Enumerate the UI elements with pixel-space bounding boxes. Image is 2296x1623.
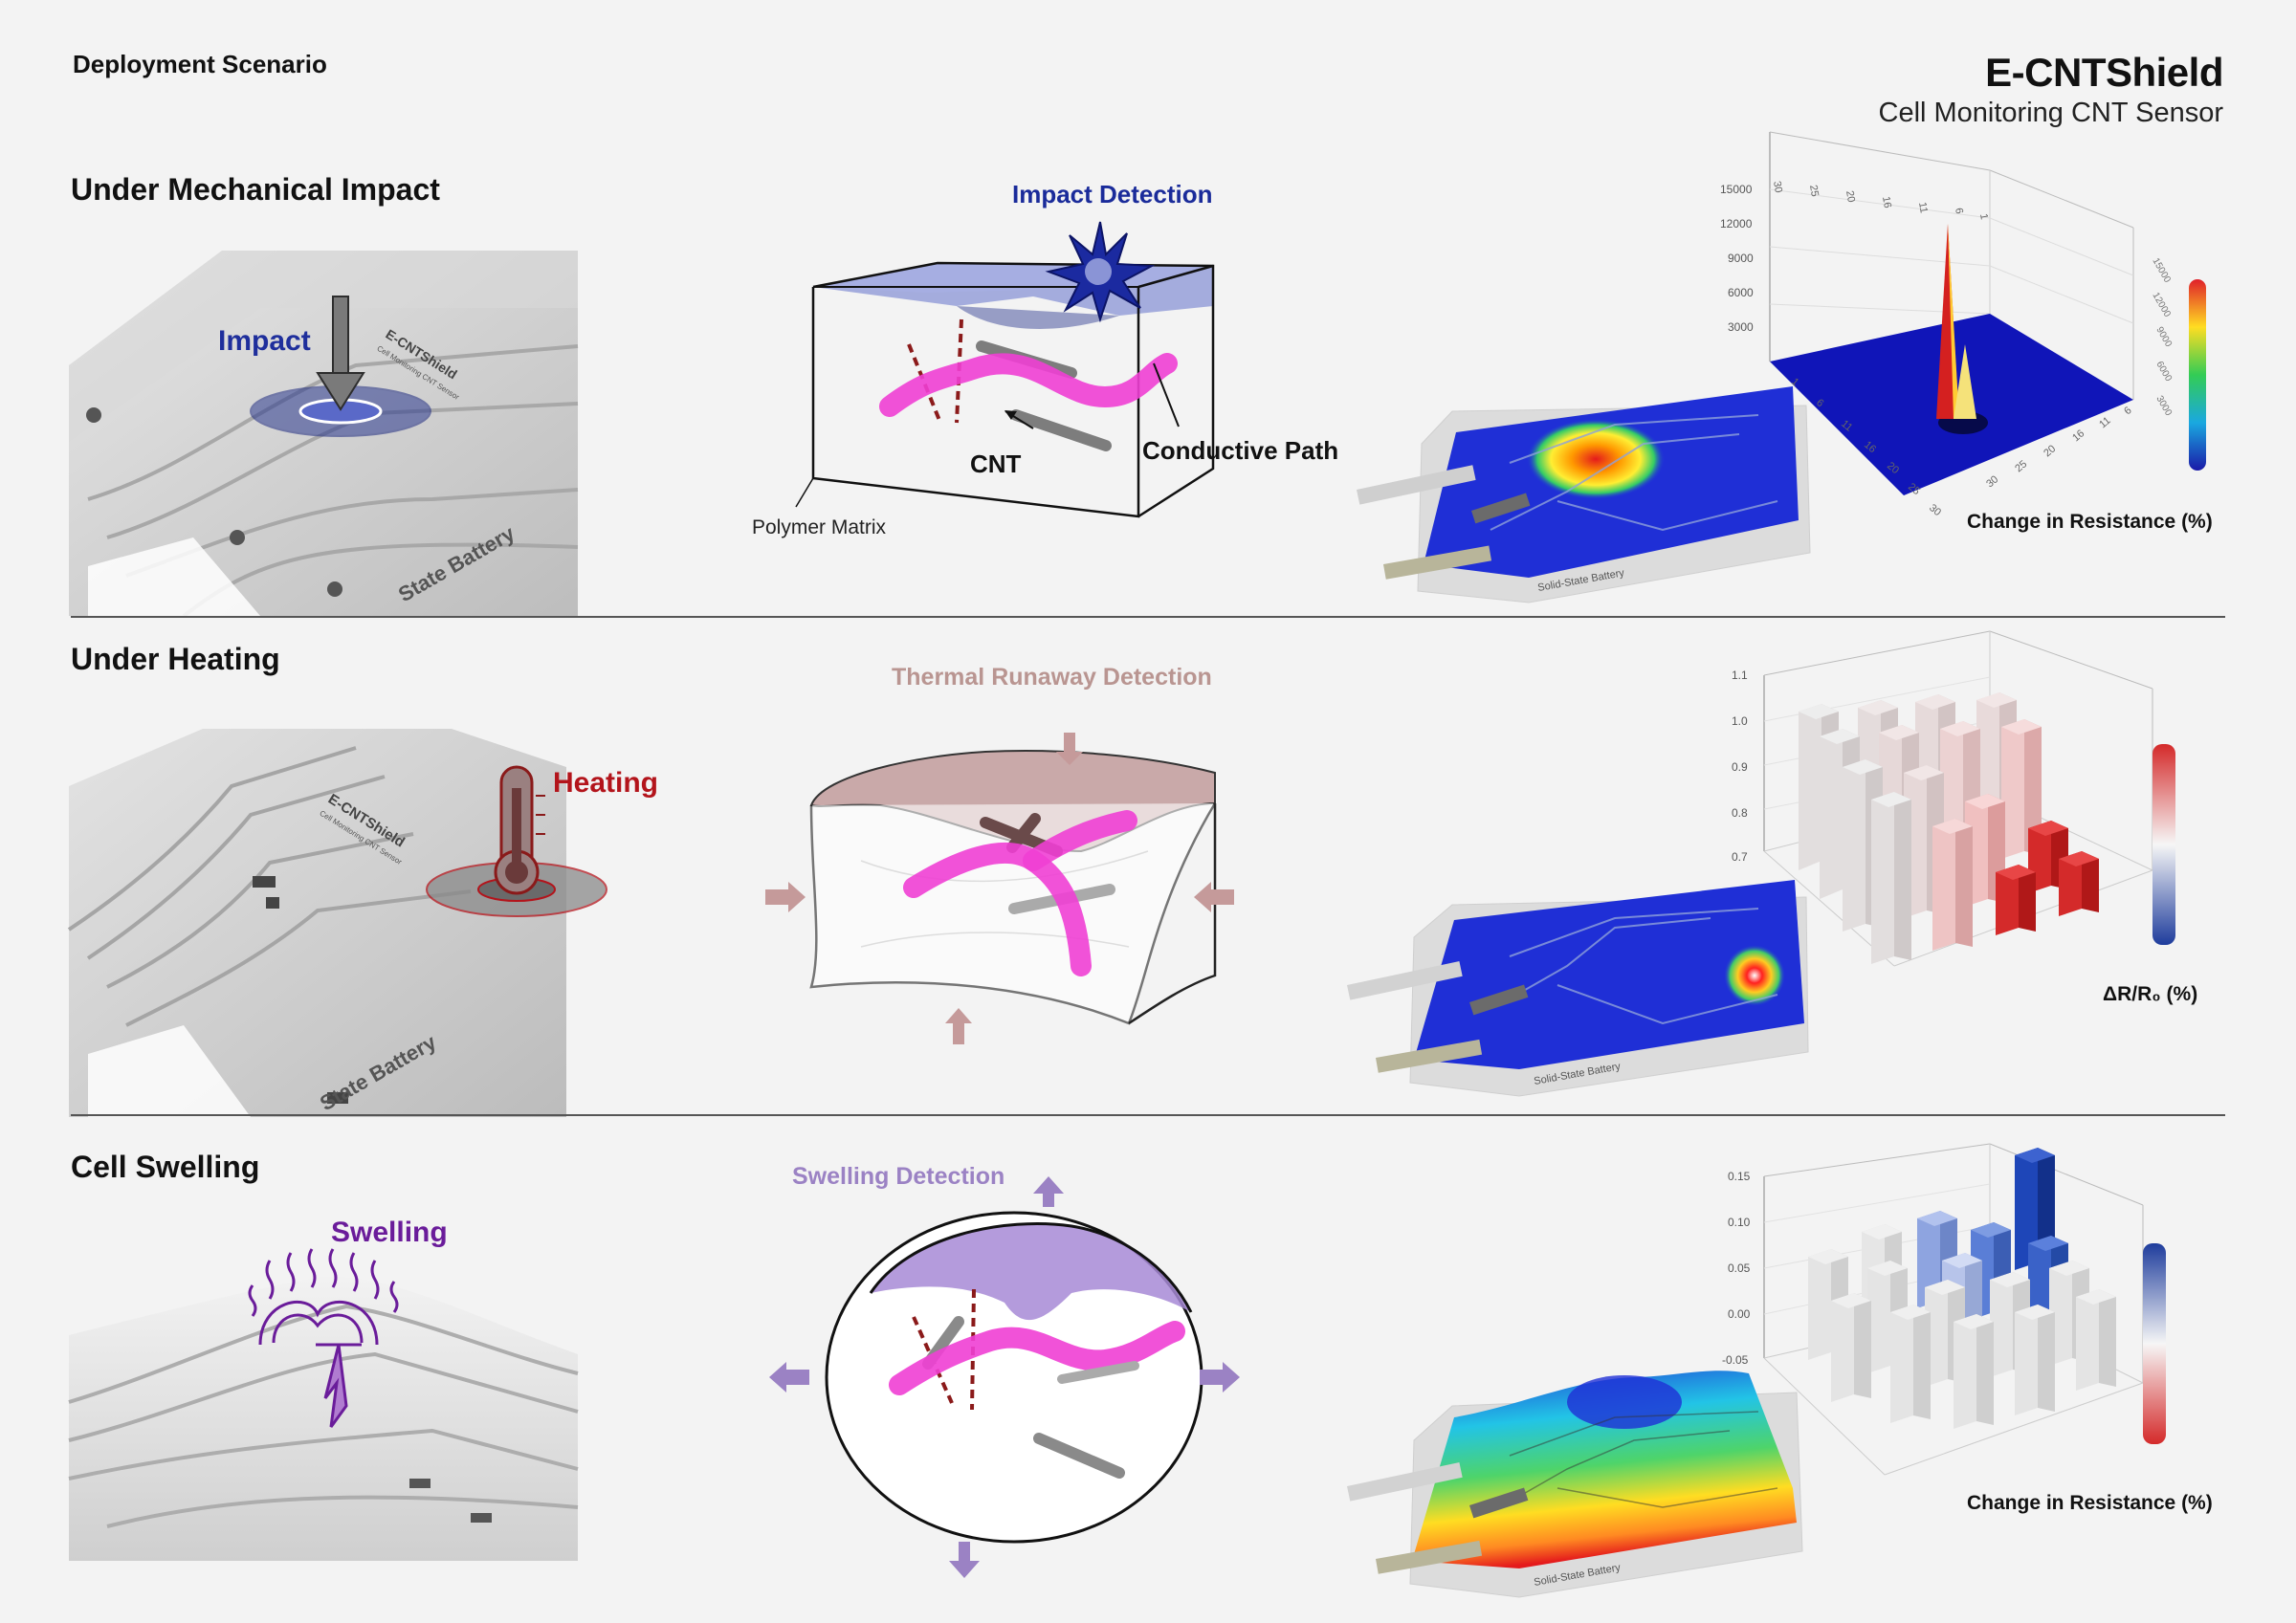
battery-illustration-swelling: Swelling — [68, 1217, 579, 1561]
bar-swelling — [2015, 1305, 2055, 1415]
svg-text:1.1: 1.1 — [1732, 669, 1748, 682]
battery-illustration-impact: E-CNTShield Cell Monitoring CNT Sensor S… — [69, 251, 579, 618]
chart-caption-impact: Change in Resistance (%) — [1967, 511, 2213, 533]
sensor-heatmap-impact: Solid-State Battery — [1357, 386, 1811, 603]
brand-subtitle: Cell Monitoring CNT Sensor — [1878, 98, 2224, 128]
impact-arrow-icon — [316, 372, 365, 411]
swelling-label: Swelling — [331, 1217, 448, 1248]
chart-caption-swelling: Change in Resistance (%) — [1967, 1492, 2213, 1514]
svg-text:6: 6 — [2122, 405, 2133, 417]
bar-swelling — [1831, 1293, 1871, 1402]
svg-text:20: 20 — [1843, 189, 1857, 203]
compression-arrow-icons — [765, 733, 1234, 1044]
bar-swelling — [2076, 1289, 2116, 1391]
svg-text:20: 20 — [2042, 443, 2058, 459]
svg-text:30: 30 — [1984, 473, 2000, 490]
heating-bars — [1799, 692, 2099, 964]
bar-heating — [1871, 792, 1911, 964]
svg-text:1: 1 — [1977, 212, 1990, 220]
svg-text:25: 25 — [2013, 458, 2029, 474]
svg-text:0.7: 0.7 — [1732, 850, 1748, 864]
swelling-icon — [248, 1248, 399, 1428]
svg-text:25: 25 — [1807, 184, 1821, 197]
impact-burst-icon — [1045, 221, 1156, 323]
svg-text:1.0: 1.0 — [1732, 714, 1748, 728]
svg-text:0.00: 0.00 — [1728, 1307, 1751, 1321]
impact-detection-label: Impact Detection — [1012, 180, 1213, 208]
svg-text:9000: 9000 — [1728, 252, 1754, 265]
svg-text:3000: 3000 — [2153, 394, 2174, 418]
impact-label: Impact — [218, 325, 311, 357]
svg-text:30: 30 — [1771, 180, 1784, 193]
colorbar-impact-ticks: 15000 12000 9000 6000 3000 — [2150, 256, 2174, 418]
svg-text:11: 11 — [2097, 415, 2112, 431]
svg-text:0.05: 0.05 — [1728, 1261, 1751, 1275]
chart-impact-box — [1769, 131, 2134, 400]
chart-swelling-zticks: 0.15 0.10 0.05 0.00 -0.05 — [1722, 1170, 1751, 1367]
svg-text:11: 11 — [1916, 201, 1930, 213]
sensor-heatmap-swelling: Solid-State Battery — [1347, 1371, 1803, 1598]
chart-swelling-bars: 0.15 0.10 0.05 0.00 -0.05 — [1722, 1143, 2166, 1476]
thermometer-icon — [494, 765, 545, 895]
surface-peak-minor — [1954, 344, 1976, 419]
thermal-detection-label: Thermal Runaway Detection — [892, 664, 1212, 691]
svg-text:0.10: 0.10 — [1728, 1216, 1751, 1229]
expansion-arrow-icons — [769, 1176, 1240, 1578]
page-label: Deployment Scenario — [73, 50, 327, 78]
svg-text:12000: 12000 — [1720, 217, 1753, 230]
svg-text:0.15: 0.15 — [1728, 1170, 1751, 1183]
bar-heating — [2001, 719, 2042, 859]
bar-swelling — [1917, 1211, 1957, 1308]
svg-text:9000: 9000 — [2153, 325, 2174, 349]
colorbar-swelling — [2143, 1243, 2166, 1444]
heating-label: Heating — [553, 767, 658, 799]
bar-heating — [1996, 865, 2036, 935]
swelling-bars — [1808, 1148, 2116, 1429]
swelling-mechanism-diagram: Swelling Detection — [769, 1163, 1240, 1578]
chart-heating-zticks: 1.1 1.0 0.9 0.8 0.7 — [1732, 669, 1748, 864]
svg-text:12000: 12000 — [2150, 291, 2173, 319]
conductive-path-label: Conductive Path — [1142, 436, 1338, 465]
svg-text:3000: 3000 — [1728, 320, 1754, 334]
svg-text:0.9: 0.9 — [1732, 760, 1748, 774]
svg-text:16: 16 — [1880, 195, 1893, 208]
bar-swelling — [1890, 1305, 1931, 1423]
section-title-impact: Under Mechanical Impact — [71, 172, 440, 207]
brand-block: E-CNTShield Cell Monitoring CNT Sensor — [1879, 50, 2224, 129]
bar-swelling — [1954, 1314, 1994, 1429]
svg-text:-0.05: -0.05 — [1722, 1353, 1749, 1367]
chart-caption-heating: ΔR/R₀ (%) — [2103, 983, 2198, 1005]
section-divider-1 — [71, 616, 2225, 618]
svg-text:16: 16 — [2070, 428, 2086, 444]
chart-impact-surface: 15000 12000 9000 6000 3000 30 25 20 16 1… — [1720, 131, 2206, 518]
svg-text:6000: 6000 — [2153, 360, 2174, 384]
brand-name: E-CNTShield — [1985, 50, 2223, 95]
bar-heating — [1932, 819, 1973, 951]
thermal-mechanism-diagram: Thermal Runaway Detection — [765, 664, 1234, 1044]
chart-heating-bars: 1.1 1.0 0.9 0.8 0.7 — [1732, 630, 2175, 967]
battery-illustration-heating: E-CNTShield Cell Monitoring CNT Sensor S… — [67, 729, 658, 1117]
chart-impact-zticks: 15000 12000 9000 6000 3000 — [1720, 183, 1754, 334]
section-title-heating: Under Heating — [71, 642, 280, 676]
sensor-heatmap-heating: Solid-State Battery — [1347, 880, 1809, 1097]
svg-text:0.8: 0.8 — [1732, 806, 1748, 820]
svg-text:15000: 15000 — [1720, 183, 1753, 196]
bar-heating — [2059, 851, 2099, 916]
polymer-matrix-label: Polymer Matrix — [752, 516, 887, 538]
section-title-swelling: Cell Swelling — [71, 1150, 260, 1184]
svg-text:6000: 6000 — [1728, 286, 1754, 299]
cnt-label: CNT — [970, 450, 1022, 478]
colorbar-heating — [2152, 744, 2175, 945]
colorbar-impact — [2189, 279, 2206, 471]
impact-mechanism-diagram: Impact Detection CNT Conductive Path Pol… — [752, 180, 1338, 538]
section-divider-2 — [71, 1114, 2225, 1116]
svg-text:30: 30 — [1927, 502, 1943, 518]
svg-text:6: 6 — [1953, 207, 1965, 214]
swelling-detection-label: Swelling Detection — [792, 1163, 1004, 1190]
svg-text:15000: 15000 — [2150, 256, 2173, 285]
